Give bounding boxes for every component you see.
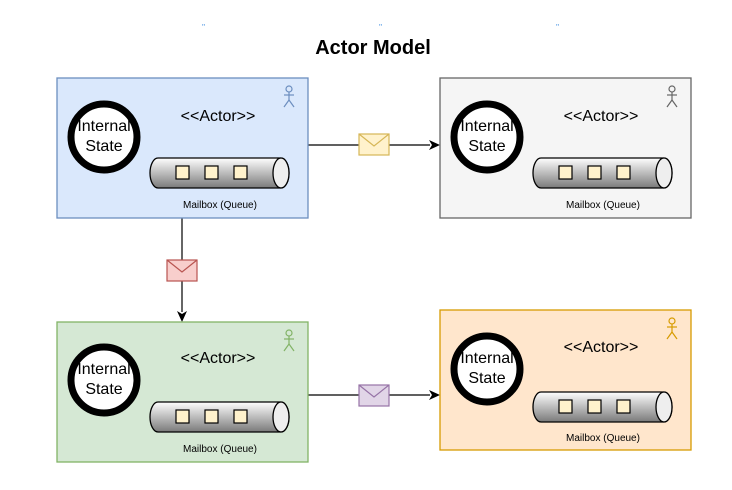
internal-state-circle <box>450 332 524 406</box>
internal-state-circle <box>450 100 524 174</box>
internal-state-label-line1: Internal <box>460 118 513 135</box>
actor-3: Internal State <<Actor>> Mailbox (Queue) <box>56 321 309 463</box>
selection-tick: '' <box>379 23 383 32</box>
mailbox-label: Mailbox (Queue) <box>566 200 640 211</box>
diagram-title: Actor Model <box>315 37 431 59</box>
queue-item <box>204 165 219 180</box>
internal-state-label-line2: State <box>85 381 122 398</box>
internal-state-label-line2: State <box>468 138 505 155</box>
actor-stereotype: <<Actor>> <box>181 108 256 125</box>
selection-tick: '' <box>202 23 206 32</box>
actor-stereotype: <<Actor>> <box>564 108 639 125</box>
queue-item <box>233 165 248 180</box>
queue-item <box>558 399 573 414</box>
actor-stereotype: <<Actor>> <box>181 350 256 367</box>
internal-state-label-line2: State <box>468 370 505 387</box>
internal-state-label-line1: Internal <box>77 361 130 378</box>
internal-state-label-line1: Internal <box>460 350 513 367</box>
actor-1: Internal State <<Actor>> Mailbox (Queue) <box>56 77 309 219</box>
mailbox-label: Mailbox (Queue) <box>183 444 257 455</box>
queue-item <box>616 399 631 414</box>
stick-figure-icon <box>283 329 295 352</box>
queue-item <box>587 399 602 414</box>
internal-state-circle <box>67 343 141 417</box>
mailbox-queue <box>149 401 290 433</box>
envelope-icon <box>166 259 198 282</box>
actor-2: Internal State <<Actor>> Mailbox (Queue) <box>439 77 692 219</box>
mailbox-queue <box>532 157 673 189</box>
queue-item <box>175 165 190 180</box>
queue-item <box>587 165 602 180</box>
internal-state-label-line2: State <box>85 138 122 155</box>
queue-item <box>204 409 219 424</box>
mailbox-queue <box>149 157 290 189</box>
selection-tick: '' <box>556 23 560 32</box>
queue-item <box>558 165 573 180</box>
internal-state-label-line1: Internal <box>77 118 130 135</box>
mailbox-queue <box>532 391 673 423</box>
queue-item <box>616 165 631 180</box>
envelope-icon <box>358 384 390 407</box>
stick-figure-icon <box>666 317 678 340</box>
stick-figure-icon <box>666 85 678 108</box>
stick-figure-icon <box>283 85 295 108</box>
mailbox-label: Mailbox (Queue) <box>183 200 257 211</box>
internal-state-circle <box>67 100 141 174</box>
queue-item <box>233 409 248 424</box>
queue-item <box>175 409 190 424</box>
actor-stereotype: <<Actor>> <box>564 339 639 356</box>
actor-4: Internal State <<Actor>> Mailbox (Queue) <box>439 309 692 451</box>
mailbox-label: Mailbox (Queue) <box>566 433 640 444</box>
envelope-icon <box>358 133 390 156</box>
